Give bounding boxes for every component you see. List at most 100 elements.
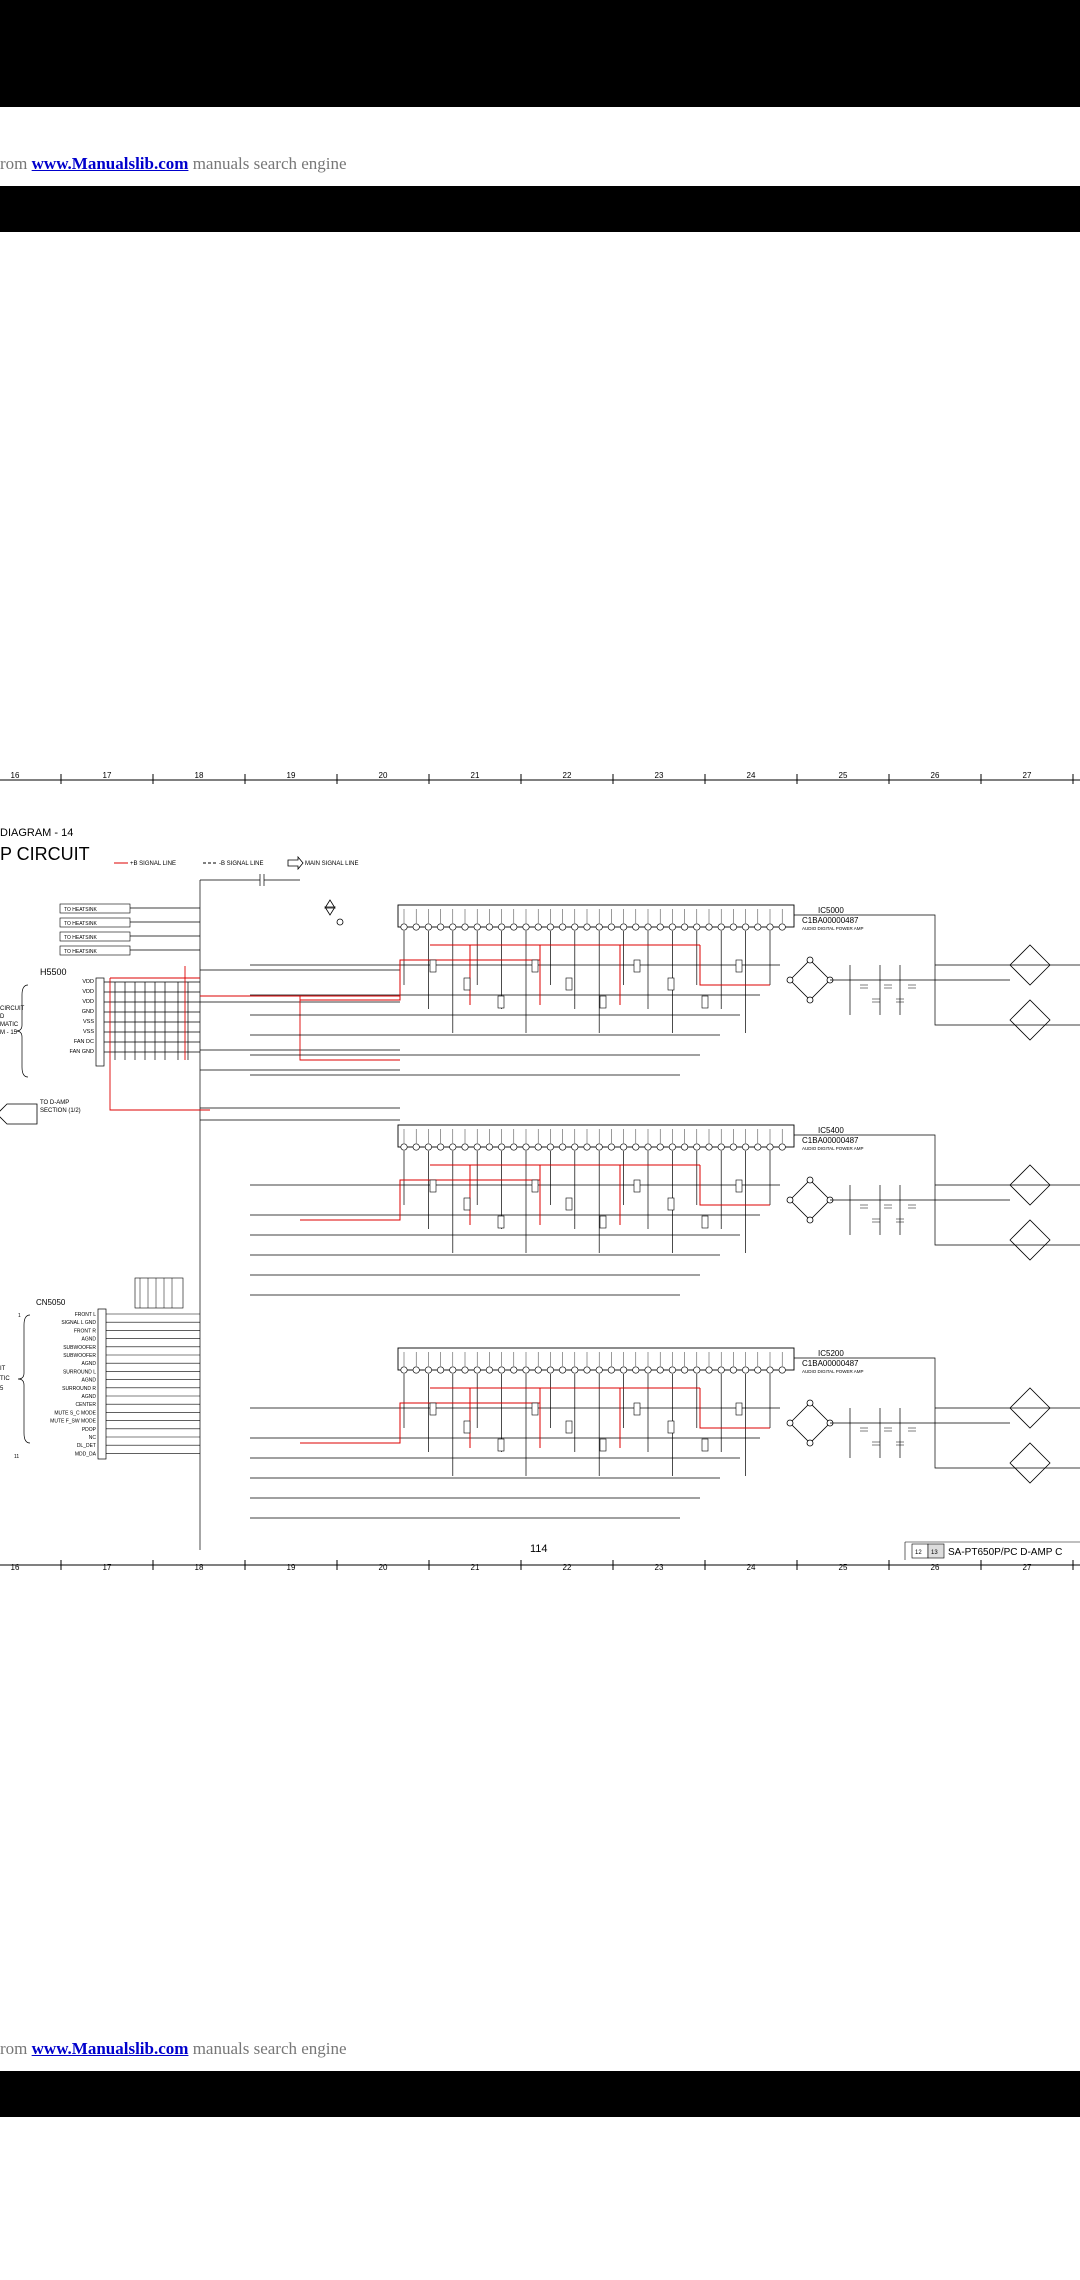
grid-number-top: 25 <box>839 771 848 780</box>
grid-number-top: 17 <box>103 771 112 780</box>
cn5050-pin-label: PDOP <box>82 1427 97 1433</box>
cn5050-pin-label: MUTE S_C MODE <box>54 1410 96 1416</box>
h5500-ref: H5500 <box>40 967 67 977</box>
cn5050-side-1: IT <box>0 1366 6 1372</box>
black-separator-bottom <box>0 2071 1080 2117</box>
heatsink-label-1: TO HEATSINK <box>64 907 98 913</box>
h5500-pin-label: FAN GND <box>70 1049 94 1055</box>
banner-suffix: manuals search engine <box>192 154 347 173</box>
cn5050-pin-label: AGND <box>82 1378 97 1384</box>
manualslib-link[interactable]: www.Manualslib.com <box>31 154 189 173</box>
cn5050-pin-last: 11 <box>14 1454 19 1460</box>
cn5050-pin-first: 1 <box>18 1313 21 1319</box>
legend-plus-b: +B SIGNAL LINE <box>130 861 176 867</box>
h5500-pin-label: VDD <box>82 979 94 985</box>
manualslib-banner-bottom: rom www.Manualslib.com manuals search en… <box>0 2039 347 2059</box>
cn5050-pin-label: SURROUND L <box>63 1369 96 1375</box>
grid-number-top: 23 <box>655 771 664 780</box>
black-separator-top <box>0 186 1080 232</box>
h5500-side-2: D <box>0 1014 5 1020</box>
grid-number-top: 20 <box>379 771 388 780</box>
heatsink-label-4: TO HEATSINK <box>64 949 98 955</box>
banner-prefix: rom <box>0 154 28 173</box>
h5500-side-1: CIRCUIT <box>0 1006 25 1012</box>
grid-number-bottom: 19 <box>287 1563 296 1570</box>
grid-number-bottom: 26 <box>931 1563 940 1570</box>
h5500-pin-label: VDD <box>82 989 94 995</box>
schematic-diagram: 16 17 18 19 20 21 22 23 24 25 26 27 16 17 18 19 20 21 22 2… <box>0 770 1080 1570</box>
top-black-bar <box>0 0 1080 107</box>
cn5050-ref: CN5050 <box>36 1298 66 1307</box>
grid-number-top: 19 <box>287 771 296 780</box>
grid-number-top: 26 <box>931 771 940 780</box>
diagram-title: DIAGRAM - 14 <box>0 827 73 839</box>
ic-ref: IC5400 <box>818 1126 844 1135</box>
cn5050-pin-label: SURROUND R <box>62 1386 96 1392</box>
ic-ref: IC5000 <box>818 906 844 915</box>
footer-model: SA-PT650P/PC D-AMP C <box>948 1547 1062 1558</box>
ic-part: C1BA00000487 <box>802 1359 859 1368</box>
to-damp-1: TO D-AMP <box>40 1100 69 1106</box>
footer-box-12: 12 <box>915 1550 922 1556</box>
grid-number-bottom: 17 <box>103 1563 112 1570</box>
ic-desc: AUDIO DIGITAL POWER AMP <box>802 1369 864 1374</box>
manualslib-link[interactable]: www.Manualslib.com <box>31 2039 189 2058</box>
cn5050-pin-label: SUBWOOFER <box>63 1345 96 1351</box>
grid-number-bottom: 20 <box>379 1563 388 1570</box>
ic-ref: IC5200 <box>818 1349 844 1358</box>
cn5050-pin-label: CENTER <box>75 1402 96 1408</box>
h5500-pin-label: VSS <box>83 1029 94 1035</box>
grid-number-bottom: 27 <box>1023 1563 1032 1570</box>
heatsink-label-2: TO HEATSINK <box>64 921 98 927</box>
grid-number-bottom: 24 <box>747 1563 756 1570</box>
grid-number-bottom: 25 <box>839 1563 848 1570</box>
cn5050-pin-label: AGND <box>82 1361 97 1367</box>
h5500-side-3: MATIC <box>0 1022 19 1028</box>
ic-part: C1BA00000487 <box>802 916 859 925</box>
cn5050-pin-label: NC <box>89 1435 97 1441</box>
ic-desc: AUDIO DIGITAL POWER AMP <box>802 926 864 931</box>
grid-number-top: 24 <box>747 771 756 780</box>
cn5050-pin-label: MUTE F_SW MODE <box>50 1419 96 1425</box>
legend-main: MAIN SIGNAL LINE <box>305 861 358 867</box>
cn5050-pin-label: AGND <box>82 1337 97 1343</box>
h5500-pin-label: FAN DC <box>74 1039 94 1045</box>
cn5050-side-2: TIC <box>0 1376 10 1382</box>
grid-number-bottom: 18 <box>195 1563 204 1570</box>
footer-box-13: 13 <box>931 1550 938 1556</box>
manualslib-banner-top: rom www.Manualslib.com manuals search en… <box>0 154 347 174</box>
cn5050-side-3: 5 <box>0 1386 4 1392</box>
grid-number-top: 16 <box>11 771 20 780</box>
cn5050-pin-label: SUBWOOFER <box>63 1353 96 1359</box>
cn5050-pin-label: FRONT L <box>75 1312 97 1318</box>
grid-number-top: 27 <box>1023 771 1032 780</box>
banner-prefix: rom <box>0 2039 28 2058</box>
legend-minus-b: -B SIGNAL LINE <box>219 861 263 867</box>
banner-suffix: manuals search engine <box>192 2039 347 2058</box>
circuit-title: P CIRCUIT <box>0 844 90 864</box>
h5500-pin-label: GND <box>82 1009 94 1015</box>
cn5050-pin-label: FRONT R <box>74 1328 97 1334</box>
grid-number-top: 21 <box>471 771 480 780</box>
grid-number-bottom: 16 <box>11 1563 20 1570</box>
cn5050-pin-label: MDD_DA <box>75 1451 97 1457</box>
h5500-pin-label: VSS <box>83 1019 94 1025</box>
ic-desc: AUDIO DIGITAL POWER AMP <box>802 1146 864 1151</box>
grid-number-bottom: 22 <box>563 1563 572 1570</box>
cn5050-pin-label: AGND <box>82 1394 97 1400</box>
grid-number-top: 22 <box>563 771 572 780</box>
grid-number-top: 18 <box>195 771 204 780</box>
grid-number-bottom: 23 <box>655 1563 664 1570</box>
h5500-side-4: M - 15 <box>0 1030 18 1036</box>
cn5050-pin-label: DL_DET <box>77 1443 96 1449</box>
to-damp-2: SECTION (1/2) <box>40 1108 81 1114</box>
h5500-pin-label: VDD <box>82 999 94 1005</box>
heatsink-label-3: TO HEATSINK <box>64 935 98 941</box>
page-number: 114 <box>530 1543 548 1555</box>
grid-number-bottom: 21 <box>471 1563 480 1570</box>
ic-part: C1BA00000487 <box>802 1136 859 1145</box>
cn5050-pin-label: SIGNAL L GND <box>61 1320 96 1326</box>
